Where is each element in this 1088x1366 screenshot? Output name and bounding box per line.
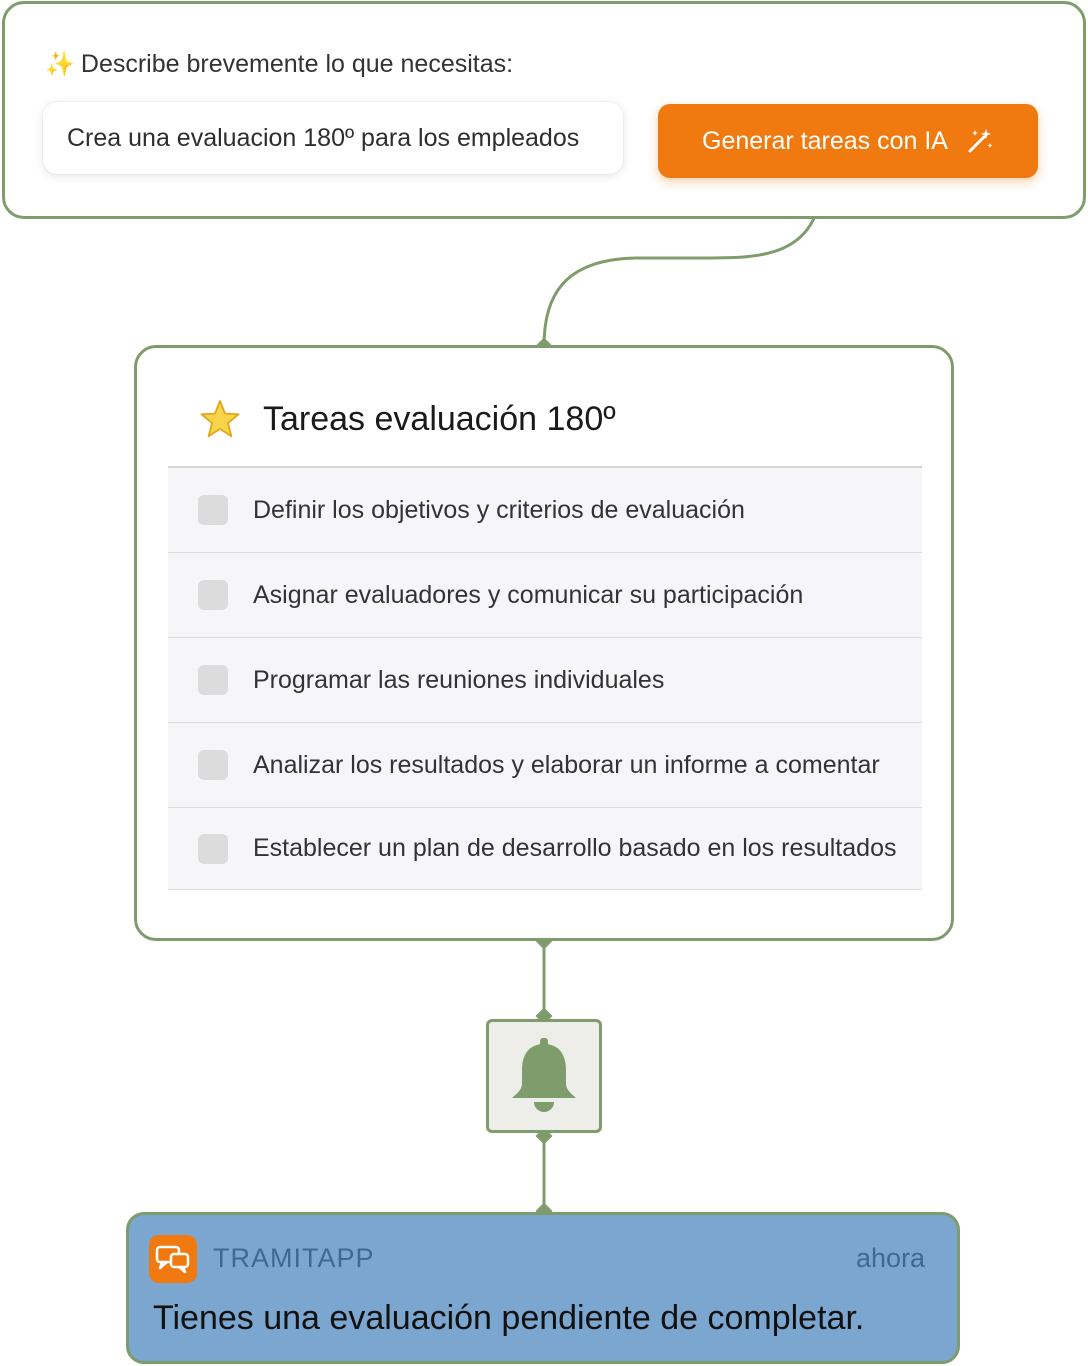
tasks-card: Tareas evaluación 180º Definir los objet…	[134, 345, 954, 941]
task-item[interactable]: Analizar los resultados y elaborar un in…	[168, 723, 922, 808]
magic-wand-icon	[968, 129, 993, 153]
notification-message: Tienes una evaluación pendiente de compl…	[153, 1299, 865, 1337]
task-label: Analizar los resultados y elaborar un in…	[253, 750, 880, 779]
notification-app-name: TRAMITAPP	[213, 1243, 375, 1273]
task-checkbox[interactable]	[198, 833, 228, 864]
sparkles-icon: ✨	[45, 50, 75, 78]
prompt-label: ✨ Describe brevemente lo que necesitas:	[45, 50, 513, 79]
task-checkbox[interactable]	[198, 665, 228, 695]
task-checkbox[interactable]	[198, 495, 228, 525]
chat-bubbles-icon	[155, 1245, 190, 1274]
app-icon	[149, 1235, 197, 1283]
notification-trigger-node	[486, 1019, 602, 1133]
task-item[interactable]: Establecer un plan de desarrollo basado …	[168, 808, 922, 890]
task-label: Definir los objetivos y criterios de eva…	[253, 495, 745, 524]
tasks-header: Tareas evaluación 180º	[199, 398, 616, 440]
prompt-input[interactable]: Crea una evaluacion 180º para los emplea…	[43, 102, 623, 174]
task-list: Definir los objetivos y criterios de eva…	[168, 466, 922, 890]
prompt-card: ✨ Describe brevemente lo que necesitas: …	[2, 1, 1086, 219]
task-checkbox[interactable]	[198, 750, 228, 780]
star-icon	[200, 400, 240, 438]
prompt-input-value: Crea una evaluacion 180º para los emplea…	[67, 123, 580, 152]
task-item[interactable]: Programar las reuniones individuales	[168, 638, 922, 723]
push-notification[interactable]: TRAMITAPP ahora Tienes una evaluación pe…	[126, 1212, 960, 1364]
generate-tasks-button-label: Generar tareas con IA	[702, 126, 948, 155]
generate-tasks-button[interactable]: Generar tareas con IA	[658, 104, 1038, 178]
notification-time: ahora	[855, 1243, 925, 1273]
task-label: Programar las reuniones individuales	[253, 665, 665, 694]
task-item[interactable]: Definir los objetivos y criterios de eva…	[168, 468, 922, 553]
prompt-label-text: Describe brevemente lo que necesitas:	[80, 50, 514, 78]
task-checkbox[interactable]	[198, 580, 228, 610]
task-label: Asignar evaluadores y comunicar su parti…	[253, 580, 804, 609]
task-item[interactable]: Asignar evaluadores y comunicar su parti…	[168, 553, 922, 638]
bell-icon	[512, 1038, 576, 1112]
tasks-title: Tareas evaluación 180º	[263, 399, 616, 438]
task-label: Establecer un plan de desarrollo basado …	[253, 834, 897, 862]
